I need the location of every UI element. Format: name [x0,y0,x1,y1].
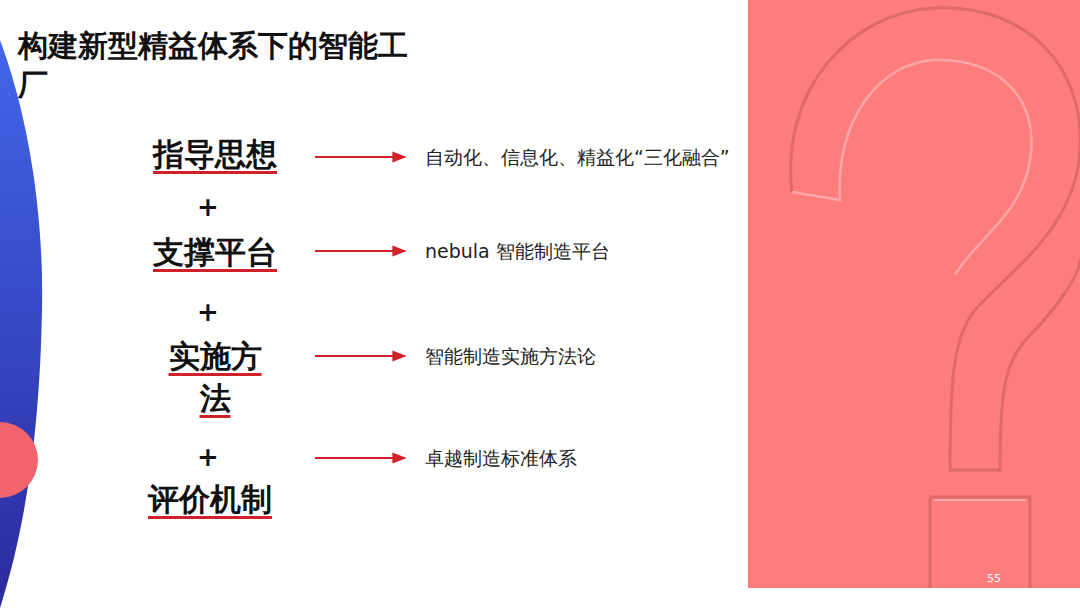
description-text: nebula 智能制造平台 [421,237,614,266]
concept-term: 支撑平台 [147,232,283,274]
arrow-connector [315,355,405,357]
concept-term: 评价机制 [142,479,278,521]
question-mark-shadow [791,8,1080,470]
description-text: 智能制造实施方法论 [421,342,600,371]
plus-sign: + [197,442,219,472]
node-text: 卓越制造标准体系 [425,447,577,469]
plus-sign: + [197,297,219,327]
concept-term: 指导思想 [147,134,283,176]
description-text: 自动化、信息化、精益化“三化融合” [421,143,734,172]
page-number: 55 [987,572,1001,585]
node-text: 实施方法 [169,338,262,416]
node-text: nebula 智能制造平台 [425,240,610,262]
blue-half-ellipse [0,40,42,608]
question-mark-highlight [792,60,1032,275]
question-mark-emboss [791,8,1080,588]
node-text: 指导思想 [153,136,277,172]
node-text: 评价机制 [148,481,272,517]
arrow-connector [315,457,405,459]
node-text: 自动化、信息化、精益化“三化融合” [425,146,730,168]
question-mark-dot [930,497,1030,588]
node-text: 支撑平台 [153,234,277,270]
pink-panel [748,0,1080,588]
red-circle [0,422,38,498]
plus-sign: + [197,192,219,222]
concept-term: 实施方法 [159,336,271,420]
description-text: 卓越制造标准体系 [421,444,581,473]
arrow-connector [315,156,405,158]
node-text: 智能制造实施方法论 [425,345,596,367]
slide-title: 构建新型精益体系下的智能工厂 [18,26,423,104]
arrow-connector [315,250,405,252]
question-mark-dot-highlight [934,499,1026,501]
